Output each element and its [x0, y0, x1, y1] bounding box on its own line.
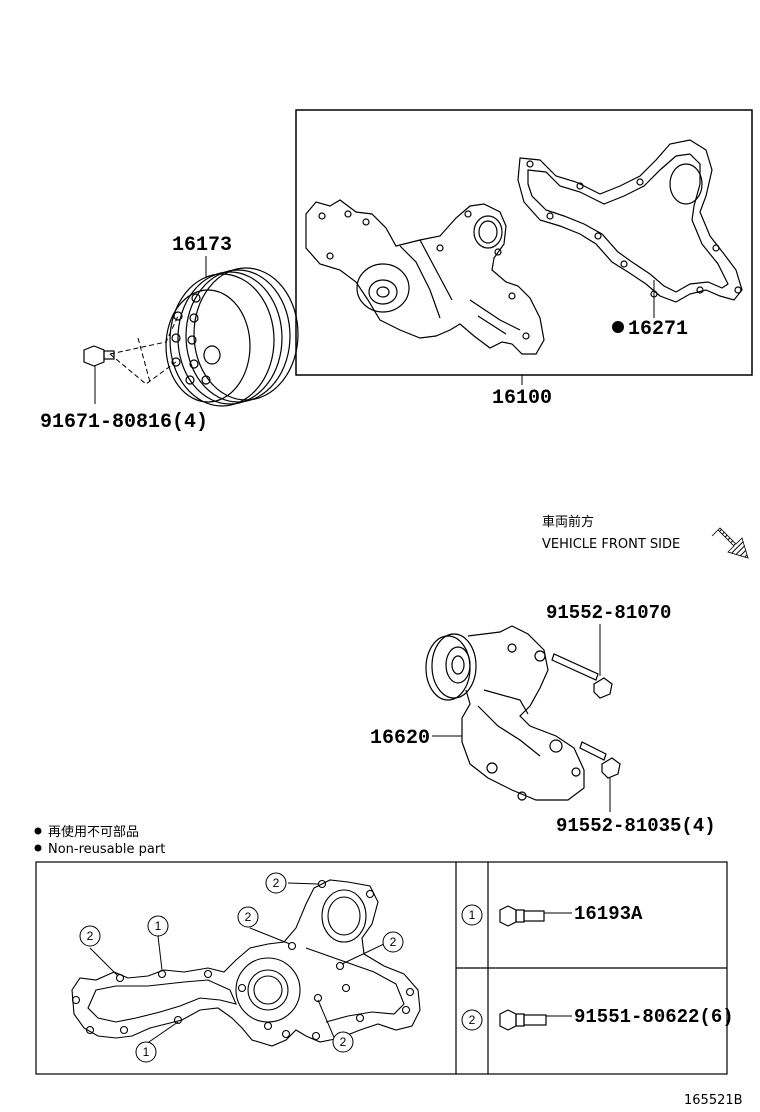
water-pump-drawing [305, 199, 545, 355]
callout-2-d [79, 925, 101, 947]
direction-label-jp: 車両前方 [542, 514, 594, 530]
callout-2-a [265, 872, 287, 894]
callout-leaders [89, 882, 385, 1045]
direction-label-en: VEHICLE FRONT SIDE [542, 537, 680, 552]
legend-text-jp: 再使用不可部品 [48, 824, 139, 840]
label-pump-assy: 16100 [492, 387, 552, 410]
gasket-drawing [517, 139, 743, 303]
figure-id: 165521B [684, 1093, 743, 1108]
callout-2-e [332, 1031, 354, 1053]
callout-2-b [237, 906, 259, 928]
legend-dot-jp [34, 827, 42, 835]
callout-1-key [461, 904, 483, 926]
non-reusable-dot [612, 321, 624, 333]
callout-2-key [461, 1009, 483, 1031]
pulley-bolt-dash [109, 315, 179, 385]
pulley-drawing [165, 267, 299, 407]
callout-2-d-label: 2 [87, 929, 94, 943]
pulley-bolt-icon [83, 345, 115, 367]
tensioner-drawing [425, 625, 585, 801]
label-gasket: 16271 [628, 318, 688, 341]
callout-1-a-label: 1 [155, 919, 162, 933]
label-pulley: 16173 [172, 234, 232, 257]
label-tensioner: 16620 [370, 727, 430, 750]
callout-2-b-label: 2 [245, 910, 252, 924]
callout-2-c-label: 2 [390, 935, 397, 949]
tensioner-bolt-short-icon [579, 741, 621, 779]
front-direction-arrow [711, 527, 749, 559]
callout-1-b [135, 1041, 157, 1063]
label-tensioner-bolt-2: 91552-81035(4) [556, 815, 716, 837]
label-tensioner-bolt-1: 91552-81070 [546, 602, 671, 624]
label-pulley-bolt: 91671-80816(4) [40, 411, 208, 434]
tensioner-bolt-long-icon [551, 653, 613, 699]
callout-2-a-label: 2 [273, 876, 280, 890]
callout-2-c [382, 931, 404, 953]
label-bolt-2: 91551-80622(6) [574, 1006, 734, 1028]
bolt-layout-pump [71, 879, 421, 1047]
callout-1-b-label: 1 [143, 1045, 150, 1059]
callout-2-e-label: 2 [340, 1035, 347, 1049]
bolt-1-icon [499, 905, 545, 927]
bolt-2-icon [499, 1009, 547, 1031]
callout-2-key-label: 2 [469, 1013, 476, 1027]
callout-1-a [147, 915, 169, 937]
label-bolt-1: 16193A [574, 903, 643, 925]
legend-dot-en [34, 844, 42, 852]
legend-text-en: Non-reusable part [48, 842, 165, 857]
callout-1-key-label: 1 [469, 908, 476, 922]
pump-assy-frame [295, 109, 753, 376]
